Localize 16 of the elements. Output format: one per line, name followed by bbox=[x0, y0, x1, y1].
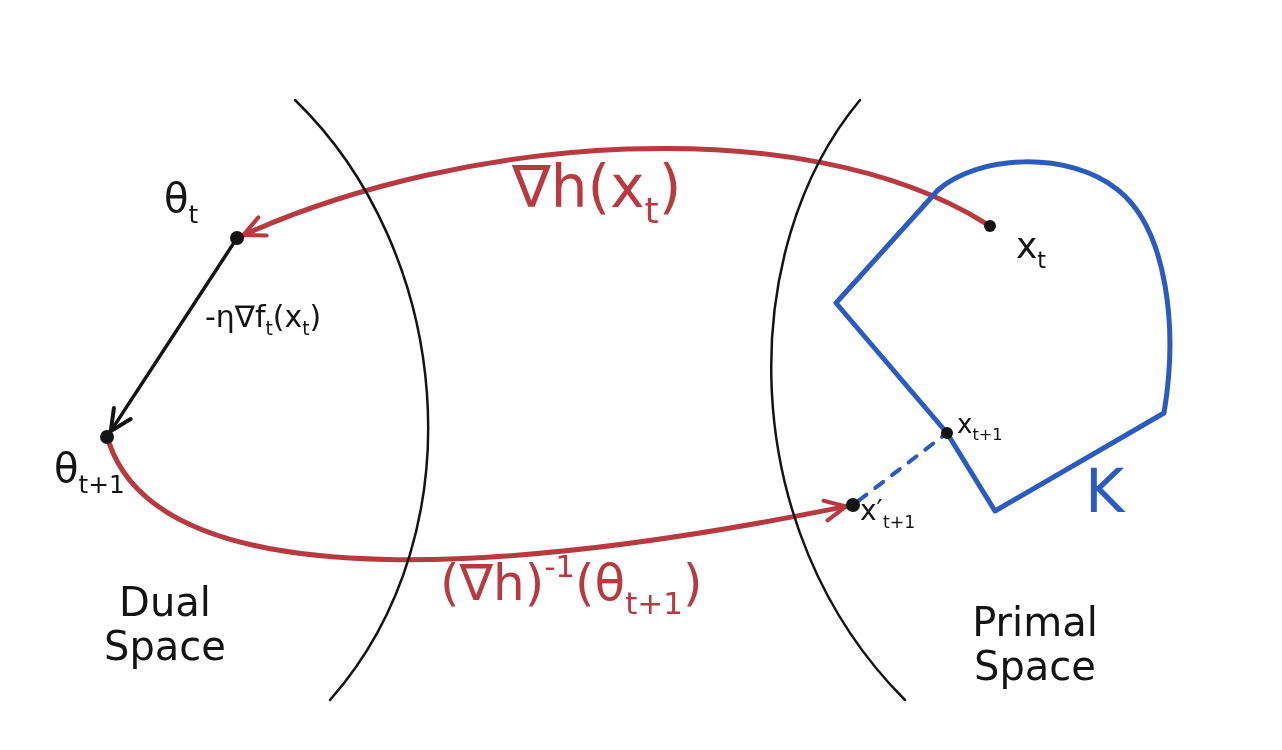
dot-icon bbox=[100, 430, 114, 444]
point-label: x$_{t+1}$ bbox=[957, 410, 1003, 439]
dot-icon bbox=[846, 498, 860, 512]
point-label: x′$_{t+1}$ bbox=[860, 496, 916, 527]
region-label: Dual Space bbox=[103, 580, 227, 668]
dot-icon bbox=[941, 427, 953, 439]
point-label: x$_{t}$ bbox=[1016, 226, 1047, 266]
dot-icon bbox=[984, 220, 996, 232]
region-label: Primal Space bbox=[971, 600, 1099, 688]
curved-arrow bbox=[240, 146, 988, 239]
dot-icon bbox=[230, 231, 244, 245]
edge-label: -η∇f$_{t}$(x$_{t}$) bbox=[205, 300, 322, 333]
dashed-line bbox=[856, 434, 945, 503]
set-label: K bbox=[1085, 458, 1125, 524]
arrow bbox=[108, 242, 235, 434]
curved-arrow bbox=[106, 441, 849, 562]
